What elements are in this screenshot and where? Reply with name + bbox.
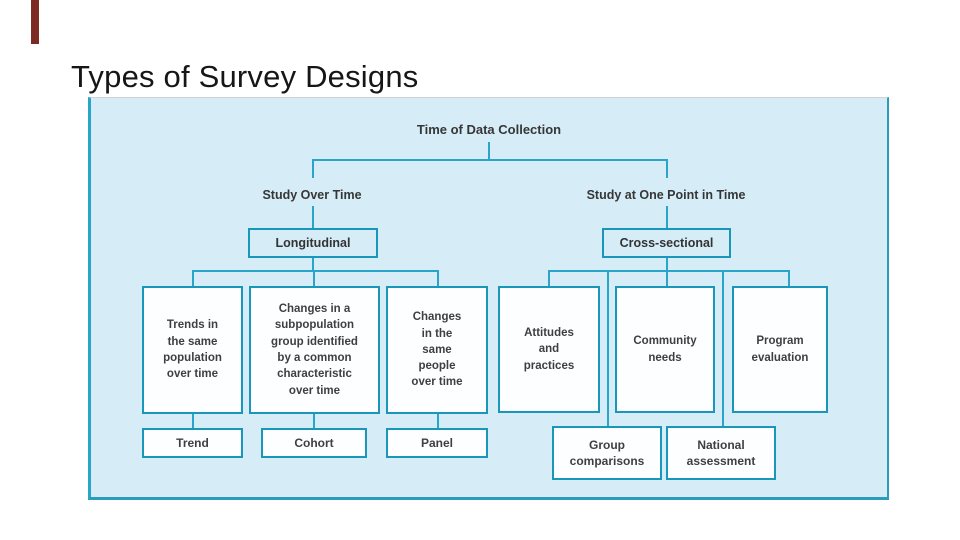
connector-drop-right (666, 159, 668, 178)
connector-crosssectional-stub (666, 258, 668, 272)
connector-right-drop-3 (788, 270, 790, 286)
slide-title: Types of Survey Designs (71, 58, 419, 94)
node-longitudinal: Longitudinal (248, 228, 378, 258)
node-community-needs: Community needs (615, 286, 715, 413)
connector-left-drop-1 (192, 270, 194, 286)
connector-top-horizontal (312, 159, 668, 161)
node-trends-same-population: Trends in the same population over time (142, 286, 243, 414)
node-study-over-time: Study Over Time (262, 188, 362, 202)
connector-root-stub (488, 142, 490, 161)
node-trend: Trend (142, 428, 243, 458)
node-attitudes-practices: Attitudes and practices (498, 286, 600, 413)
node-changes-subpopulation: Changes in a subpopulation group identif… (249, 286, 380, 414)
accent-bar (31, 0, 39, 44)
node-changes-same-people: Changes in the same people over time (386, 286, 488, 414)
connector-right-horizontal (548, 270, 790, 272)
connector-panel-stub (437, 414, 439, 428)
connector-right-drop-2 (666, 270, 668, 286)
connector-trend-stub (192, 414, 194, 428)
connector-nationalassessment-long-drop (722, 270, 724, 426)
connector-onepoint-stub (666, 206, 668, 228)
node-national-assessment: National assessment (666, 426, 776, 480)
connector-right-drop-1 (548, 270, 550, 286)
connector-groupcomparisons-long-drop (607, 270, 609, 426)
connector-longitudinal-stub (312, 258, 314, 272)
connector-left-horizontal (192, 270, 439, 272)
connector-left-drop-3 (437, 270, 439, 286)
connector-cohort-stub (313, 414, 315, 428)
node-time-of-data-collection: Time of Data Collection (416, 122, 562, 137)
node-panel: Panel (386, 428, 488, 458)
connector-left-drop-2 (313, 270, 315, 286)
node-study-at-one-point-in-time: Study at One Point in Time (586, 188, 746, 202)
node-group-comparisons: Group comparisons (552, 426, 662, 480)
node-program-evaluation: Program evaluation (732, 286, 828, 413)
node-cohort: Cohort (261, 428, 367, 458)
connector-drop-left (312, 159, 314, 178)
connector-studyovertime-stub (312, 206, 314, 228)
node-cross-sectional: Cross-sectional (602, 228, 731, 258)
